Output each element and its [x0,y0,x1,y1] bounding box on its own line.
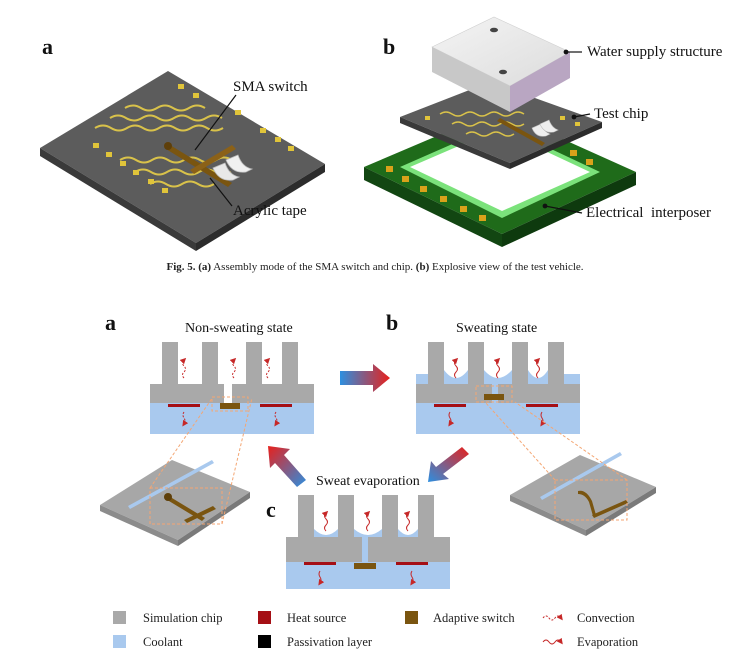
figure-caption: Fig. 5. (a) Assembly mode of the SMA swi… [0,261,750,273]
chip-front-edge [40,148,196,251]
legend-label-evaporation: Evaporation [577,635,639,649]
fig6-panel-c: c Sweat evaporation [266,474,450,589]
fig5-label-b: b [383,34,395,59]
callout-acrylic-tape: Acrylic tape [233,203,307,219]
callout-interposer: Electrical interposer [586,205,711,221]
fig6-panel-b: b Sweating state [386,310,580,434]
convection-arrows [179,357,281,427]
arrow-a-to-b [340,364,390,392]
legend-swatch-passivation-layer [258,635,271,648]
evaporation-arrows [448,357,547,427]
heat-source-left [304,562,336,565]
evaporation-arrows [318,510,417,586]
legend-label-coolant: Coolant [143,635,183,649]
heat-source-left [168,404,200,407]
simulation-chip [150,342,314,403]
chip-side-edge [196,164,325,251]
caption-a-marker: (a) [198,261,212,273]
arrow-c-to-a [268,446,306,487]
callout-line-tape [209,177,233,207]
caption-a-text: Assembly mode of the SMA switch and chip… [211,261,416,273]
fig6-label-a: a [105,310,116,335]
caption-b-text: Explosive view of the test vehicle. [429,261,584,273]
fig6-label-c: c [266,497,276,522]
callout-line-interposer [544,205,583,214]
sweat-menisci [314,529,418,562]
legend-swatch-coolant [113,635,126,648]
state-non-sweating: Non-sweating state [185,321,293,336]
state-sweat-evaporation: Sweat evaporation [316,474,420,489]
callout-sma-switch: SMA switch [233,79,308,95]
legend-swatch-adaptive-switch [405,611,418,624]
test-chip [400,82,602,169]
fig5-panel-b: b [364,16,723,247]
center-gap [224,380,232,403]
callout-line-chip [573,113,591,118]
callout-dot-chip [571,114,577,120]
legend-label-simulation-chip: Simulation chip [143,611,223,625]
heat-source-right [396,562,428,565]
zoom-chip-right [484,401,656,536]
callout-dot-interposer [542,203,548,209]
simulation-chip [286,495,450,562]
legend-swatch-heat-source [258,611,271,624]
legend-label-adaptive-switch: Adaptive switch [433,611,515,625]
sma-switch [164,142,236,187]
gold-pads [93,84,294,193]
callout-water-supply: Water supply structure [587,44,723,60]
legend-label-passivation-layer: Passivation layer [287,635,373,649]
legend-label-heat-source: Heat source [287,611,347,625]
state-sweating: Sweating state [456,321,537,336]
caption-b-marker: (b) [415,261,430,273]
callout-test-chip: Test chip [594,106,648,122]
heat-source-left [434,404,466,407]
legend-swatch-simulation-chip [113,611,126,624]
legend-label-convection: Convection [577,611,635,625]
adaptive-switch [484,394,504,400]
zoom-box [211,396,249,412]
legend: Simulation chip Heat source Adaptive swi… [113,611,639,649]
electrical-interposer [364,110,636,247]
callout-line-sma [194,94,237,151]
pcb-pads [386,150,593,221]
legend-evaporation-icon [542,637,563,645]
zoom-box [475,385,513,403]
acrylic-tape [212,154,254,181]
caption-prefix: Fig. 5. [166,261,196,273]
fig6-label-b: b [386,310,398,335]
zoom-chip-left [100,396,253,546]
legend-convection-icon [542,613,563,621]
callout-dot-water [563,49,569,55]
adaptive-switch [220,403,240,409]
heat-source-right [526,404,558,407]
fig6-panel-a: a Non-sweating state [105,310,314,434]
fig5-panel-a: a [40,34,325,251]
heat-source-right [260,404,292,407]
serpentine-traces [94,104,233,188]
simulation-chip [416,342,580,403]
arrow-b-to-c [428,447,469,482]
adaptive-switch [354,563,376,569]
fig5-label-a: a [42,34,53,59]
coolant-layer [416,403,580,434]
water-supply-structure [431,16,571,112]
